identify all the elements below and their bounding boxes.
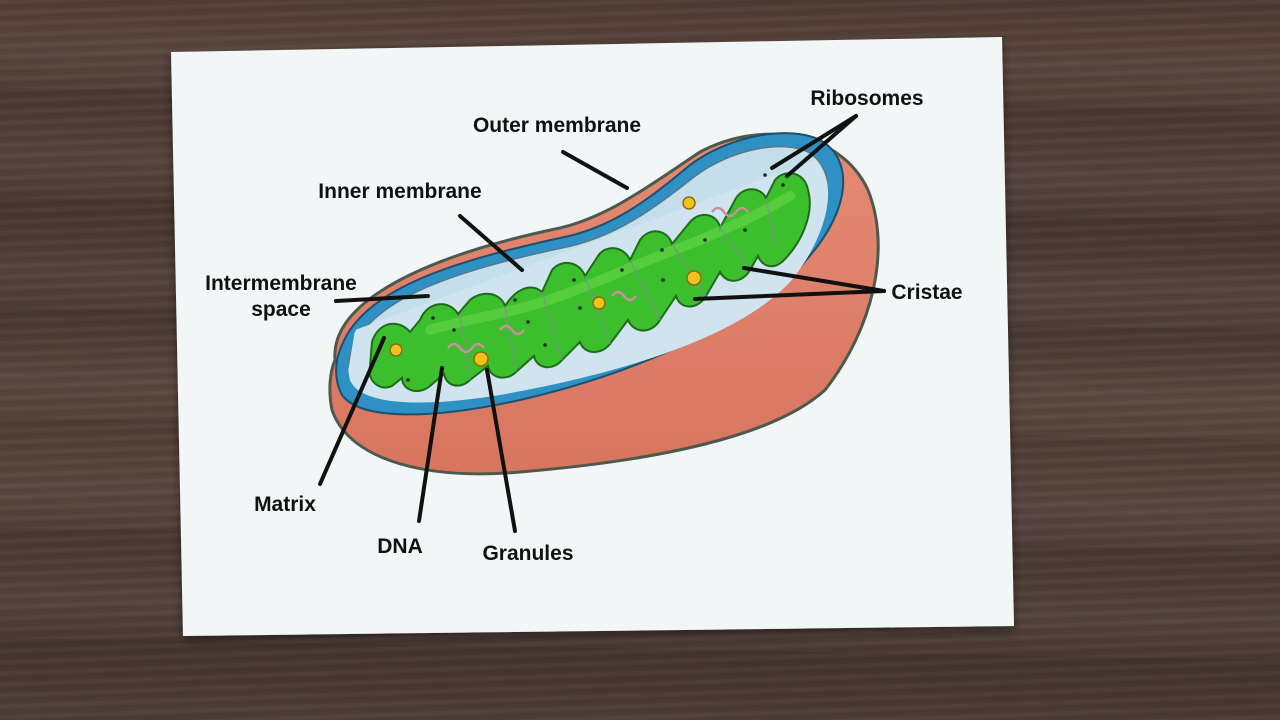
inner-membrane-pointer [458, 214, 524, 272]
cristae-pointer-2 [693, 289, 886, 301]
dna-strand [611, 290, 637, 302]
granule [686, 270, 702, 286]
granule [389, 343, 403, 357]
label-dna: DNA [377, 535, 423, 558]
label-granules: Granules [482, 542, 573, 565]
label-intermembrane-space-line1: Intermembrane [205, 272, 357, 295]
label-ribosomes: Ribosomes [810, 87, 923, 110]
dna-strand [711, 206, 749, 218]
dna-strand [499, 324, 525, 336]
label-intermembrane-space-line2: space [251, 298, 311, 321]
label-cristae: Cristae [891, 281, 962, 304]
granule [592, 296, 606, 310]
leader-lines [318, 114, 886, 533]
dna-strand [447, 342, 485, 354]
matrix-pointer [318, 336, 386, 486]
label-outer-membrane: Outer membrane [473, 114, 641, 137]
granule [473, 351, 489, 367]
cristae-pointer-1 [742, 266, 886, 293]
granule [682, 196, 696, 210]
label-matrix: Matrix [254, 493, 316, 516]
dna-pointer [417, 366, 444, 523]
ribosome-dots [406, 173, 785, 382]
ribosomes-pointer-2 [785, 114, 858, 178]
intermembrane-pointer [334, 294, 430, 303]
granules-pointer [485, 368, 517, 533]
ribosomes-pointer-1 [770, 114, 858, 170]
outer-membrane-pointer [561, 150, 629, 190]
label-inner-membrane: Inner membrane [318, 180, 481, 203]
